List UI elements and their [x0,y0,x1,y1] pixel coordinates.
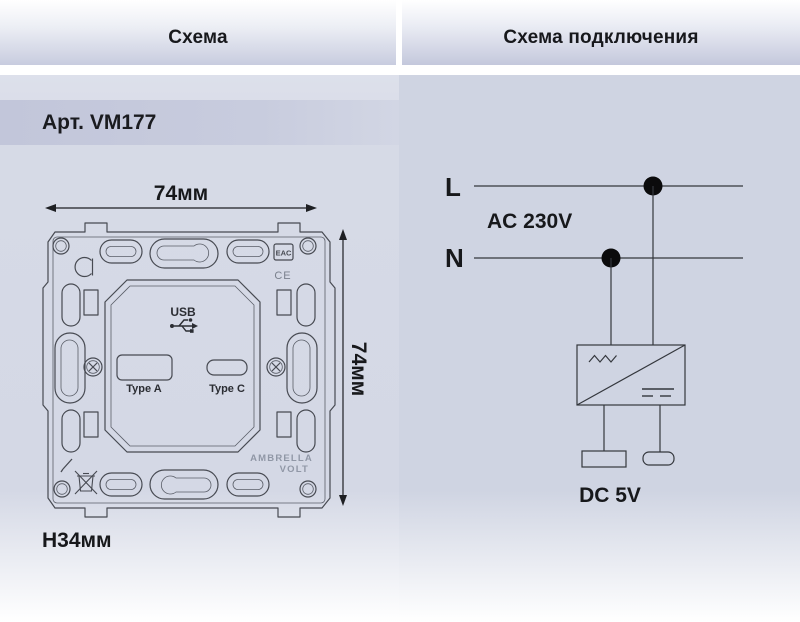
device-drawing: 74мм 74мм [42,182,370,518]
depth-dimension-label: Н34мм [42,529,112,552]
brand-logo: AMBRELLA VOLT [250,453,313,475]
live-label: L [445,172,461,202]
weee-bin-icon [74,470,98,495]
brand-line2: VOLT [280,464,309,475]
pencil-icon [60,458,73,473]
dc-voltage-label: DC 5V [579,484,641,507]
bottom-slots [99,469,270,500]
width-dimension-label: 74мм [154,182,208,205]
dc-symbol [642,388,674,397]
corner-hole [52,237,317,498]
tab-schema: Схема [0,0,396,65]
eac-mark-label: EAC [276,249,292,258]
neutral-label: N [445,243,464,273]
eac-mark: EAC [273,243,294,261]
type-a-label: Type A [126,383,162,395]
type-c-label: Type C [209,383,245,395]
ac-symbol [588,354,617,363]
tab-schema-label: Схема [168,26,228,48]
ce-mark: CE [274,270,291,282]
usb-icon [170,318,198,333]
usb-module: USB Type A Type C [104,279,261,453]
usb-a-terminal [581,450,627,468]
ac-voltage-label: AC 230V [487,210,572,233]
tab-wiring-schema: Схема подключения [402,0,800,65]
schema-panel [0,75,399,622]
screw-icon [83,357,286,377]
width-dimension-arrow: 74мм [45,182,317,212]
height-dimension-label: 74мм [347,342,370,396]
article-label: Арт. VM177 [42,110,157,134]
brand-line1: AMBRELLA [250,453,313,464]
tab-wiring-schema-label: Схема подключения [503,26,699,48]
height-dimension-arrow: 74мм [339,229,370,506]
c-ring-mark [74,256,94,278]
wiring-panel [399,75,800,622]
article-badge: Арт. VM177 [0,100,399,145]
acdc-converter [576,344,686,406]
type-c-port [206,359,248,376]
top-slots [99,238,270,269]
type-a-port [116,354,173,381]
side-claws [54,283,318,453]
wiring-diagram: L AC 230V N DC 5V [445,172,743,507]
usb-c-terminal [642,451,675,466]
mounting-frame [42,222,336,518]
usb-label: USB [170,305,196,319]
